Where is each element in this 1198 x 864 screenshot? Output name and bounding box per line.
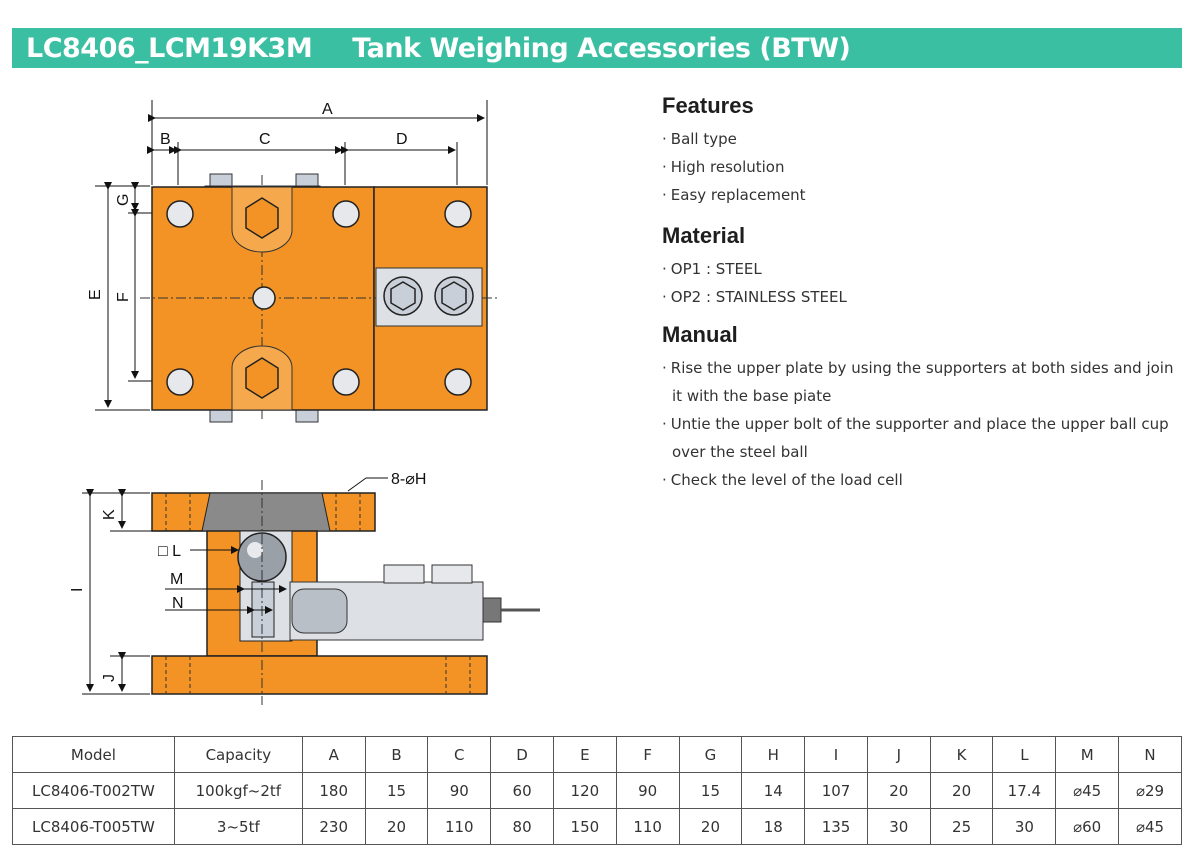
- col-header: Capacity: [173, 736, 303, 773]
- manual-step: Untie the upper bolt of the supporter an…: [662, 410, 1187, 466]
- col-header: N: [1118, 736, 1182, 773]
- dim-label-n: N: [172, 595, 184, 612]
- bolt-hole: [332, 200, 360, 228]
- bolt-hole: [166, 368, 194, 396]
- dim-label-c: C: [259, 131, 271, 148]
- features-heading: Features: [662, 93, 754, 118]
- dim-label-i: I: [69, 588, 86, 592]
- table-cell: 30: [866, 808, 931, 845]
- table-cell: LC8406-T005TW: [12, 808, 175, 845]
- dim-label-a: A: [322, 101, 333, 118]
- table-cell: 80: [490, 808, 554, 845]
- dim-label-k: K: [101, 509, 118, 520]
- col-header: A: [301, 736, 366, 773]
- table-cell: 25: [929, 808, 994, 845]
- table-cell: 20: [866, 772, 931, 809]
- table-cell: ⌀45: [1118, 808, 1182, 845]
- col-header: C: [427, 736, 492, 773]
- page-title: Tank Weighing Accessories (BTW): [352, 32, 851, 64]
- col-header: B: [364, 736, 429, 773]
- dim-label-m: M: [170, 571, 183, 588]
- material-section: Material OP1 : STEEL OP2 : STAINLESS STE…: [662, 223, 847, 311]
- table-cell: 18: [741, 808, 806, 845]
- material-heading: Material: [662, 223, 746, 248]
- table-cell: ⌀60: [1055, 808, 1120, 845]
- col-header: L: [992, 736, 1057, 773]
- table-cell: 230: [301, 808, 366, 845]
- top-view: A B C D E F G: [87, 100, 497, 423]
- manual-step: Rise the upper plate by using the suppor…: [662, 354, 1187, 410]
- feature-item: Ball type: [662, 125, 806, 153]
- table-cell: 17.4: [992, 772, 1057, 809]
- material-item: OP1 : STEEL: [662, 255, 847, 283]
- table-row: LC8406-T002TW 100kgf~2tf 180 15 90 60 12…: [12, 772, 1182, 809]
- table-cell: 110: [615, 808, 680, 845]
- hex-nut-top: [245, 197, 279, 239]
- table-cell: 14: [741, 772, 806, 809]
- col-header: E: [552, 736, 617, 773]
- table-cell: LC8406-T002TW: [12, 772, 175, 809]
- dim-label-e: E: [87, 289, 104, 300]
- table-cell: 180: [301, 772, 366, 809]
- table-cell: 110: [427, 808, 492, 845]
- col-header: H: [741, 736, 806, 773]
- features-section: Features Ball type High resolution Easy …: [662, 93, 806, 209]
- feature-item: High resolution: [662, 153, 806, 181]
- manual-step: Check the level of the load cell: [662, 466, 1187, 494]
- table-cell: 90: [615, 772, 680, 809]
- table-cell: 15: [364, 772, 429, 809]
- table-cell: 90: [427, 772, 492, 809]
- material-item: OP2 : STAINLESS STEEL: [662, 283, 847, 311]
- table-cell: 60: [490, 772, 554, 809]
- table-row: LC8406-T005TW 3~5tf 230 20 110 80 150 11…: [12, 808, 1182, 845]
- dim-label-d: D: [396, 131, 408, 148]
- col-header: F: [615, 736, 680, 773]
- bolt-hole: [444, 200, 472, 228]
- table-cell: 100kgf~2tf: [173, 772, 303, 809]
- lower-plate: [151, 655, 488, 695]
- bolt-hole: [332, 368, 360, 396]
- col-header: G: [678, 736, 743, 773]
- dim-label-f: F: [115, 292, 132, 302]
- hole-label: 8-⌀H: [391, 471, 426, 488]
- table-cell: ⌀45: [1055, 772, 1120, 809]
- model-code: LC8406_LCM19K3M: [26, 32, 313, 64]
- col-header: J: [866, 736, 931, 773]
- col-header: Model: [12, 736, 175, 773]
- dim-label-l: □ L: [158, 543, 181, 560]
- table-cell: 135: [804, 808, 868, 845]
- table-cell: 3~5tf: [173, 808, 303, 845]
- table-cell: 107: [804, 772, 868, 809]
- table-cell: 20: [929, 772, 994, 809]
- col-header: M: [1055, 736, 1120, 773]
- feature-item: Easy replacement: [662, 181, 806, 209]
- table-cell: 150: [552, 808, 617, 845]
- spec-table: Model Capacity A B C D E F G H I J K L M…: [12, 736, 1182, 845]
- table-cell: 120: [552, 772, 617, 809]
- bolt-hole: [444, 368, 472, 396]
- table-cell: 20: [678, 808, 743, 845]
- manual-heading: Manual: [662, 322, 738, 347]
- table-header-row: Model Capacity A B C D E F G H I J K L M…: [12, 736, 1182, 773]
- title-bar: LC8406_LCM19K3M Tank Weighing Accessorie…: [12, 28, 1182, 68]
- table-cell: ⌀29: [1118, 772, 1182, 809]
- dim-label-j: J: [101, 674, 118, 682]
- col-header: K: [929, 736, 994, 773]
- technical-drawing: A B C D E F G: [69, 100, 540, 705]
- side-view: 8-⌀H K I J □ L M N: [69, 471, 540, 705]
- table-cell: 20: [364, 808, 429, 845]
- bolt-hole: [166, 200, 194, 228]
- manual-section: Manual Rise the upper plate by using the…: [662, 322, 1187, 494]
- dim-label-g: G: [115, 194, 132, 206]
- dim-label-b: B: [160, 131, 171, 148]
- col-header: I: [804, 736, 868, 773]
- center-hole: [252, 286, 276, 310]
- col-header: D: [490, 736, 554, 773]
- table-cell: 15: [678, 772, 743, 809]
- table-cell: 30: [992, 808, 1057, 845]
- hex-nut-bottom: [245, 357, 279, 399]
